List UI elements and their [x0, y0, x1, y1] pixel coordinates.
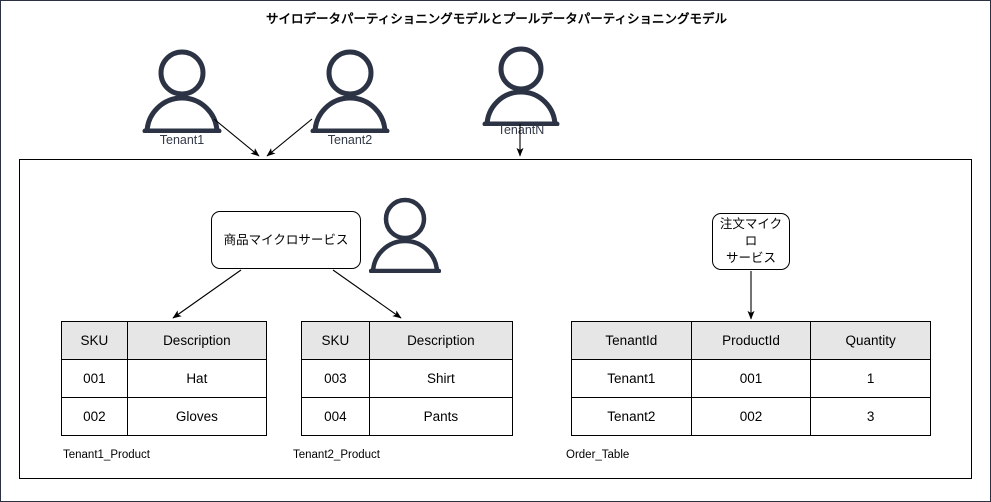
- product-service-person-icon: [369, 197, 441, 273]
- page-title: サイロデータパーティショニングモデルとプールデータパーティショニングモデル: [265, 12, 727, 26]
- table-cell: 001: [690, 359, 812, 398]
- tenant1-label: Tenant1: [159, 133, 205, 147]
- table-header-row: SKU Description: [301, 321, 514, 360]
- table-row: Tenant1 001 1: [571, 359, 931, 398]
- table-cell: 001: [61, 359, 128, 398]
- column-header: TenantId: [571, 321, 692, 360]
- tenantn-label: TenantN: [497, 123, 545, 137]
- table-cell: 1: [810, 359, 931, 398]
- product-microservice-box[interactable]: 商品マイクロサービス: [211, 211, 361, 269]
- table-cell: Tenant1: [571, 359, 692, 398]
- caption-tenant2-product: Tenant2_Product: [293, 449, 380, 461]
- table-tenant1-product: SKU Description 001 Hat 002 Gloves: [61, 321, 268, 436]
- table-cell: Shirt: [368, 359, 514, 398]
- table-row: 003 Shirt: [301, 359, 514, 398]
- table-cell: Tenant2: [571, 397, 692, 436]
- column-header: SKU: [301, 321, 370, 360]
- product-microservice-label: 商品マイクロサービス: [223, 232, 349, 247]
- caption-order-table: Order_Table: [566, 449, 630, 461]
- column-header: SKU: [61, 321, 128, 360]
- table-cell: 003: [301, 359, 370, 398]
- table-row: 004 Pants: [301, 397, 514, 436]
- tenant1-person-icon: [141, 49, 223, 133]
- tenant2-person-icon: [309, 49, 391, 133]
- order-microservice-box[interactable]: 注文マイクロ サービス: [712, 213, 790, 270]
- table-header-row: TenantId ProductId Quantity: [571, 321, 931, 360]
- column-header: Description: [368, 321, 514, 360]
- column-header: ProductId: [690, 321, 812, 360]
- tenantn-person-icon: [482, 46, 560, 126]
- table-cell: 002: [61, 397, 128, 436]
- table-cell: Hat: [126, 359, 268, 398]
- table-cell: 004: [301, 397, 370, 436]
- column-header: Description: [126, 321, 268, 360]
- table-cell: Pants: [368, 397, 514, 436]
- data-partitioning-boundary: [19, 159, 972, 479]
- table-cell: 3: [810, 397, 931, 436]
- table-row: Tenant2 002 3: [571, 397, 931, 436]
- tenant2-label: Tenant2: [327, 133, 373, 147]
- table-cell: Gloves: [126, 397, 268, 436]
- table-cell: 002: [690, 397, 812, 436]
- table-row: 001 Hat: [61, 359, 268, 398]
- order-microservice-label-line1: 注文マイクロ: [719, 217, 783, 249]
- table-header-row: SKU Description: [61, 321, 268, 360]
- caption-tenant1-product: Tenant1_Product: [63, 449, 150, 461]
- table-row: 002 Gloves: [61, 397, 268, 436]
- table-tenant2-product: SKU Description 003 Shirt 004 Pants: [301, 321, 514, 436]
- order-microservice-label-line2: サービス: [725, 250, 776, 265]
- table-order: TenantId ProductId Quantity Tenant1 001 …: [571, 321, 931, 436]
- column-header: Quantity: [810, 321, 931, 360]
